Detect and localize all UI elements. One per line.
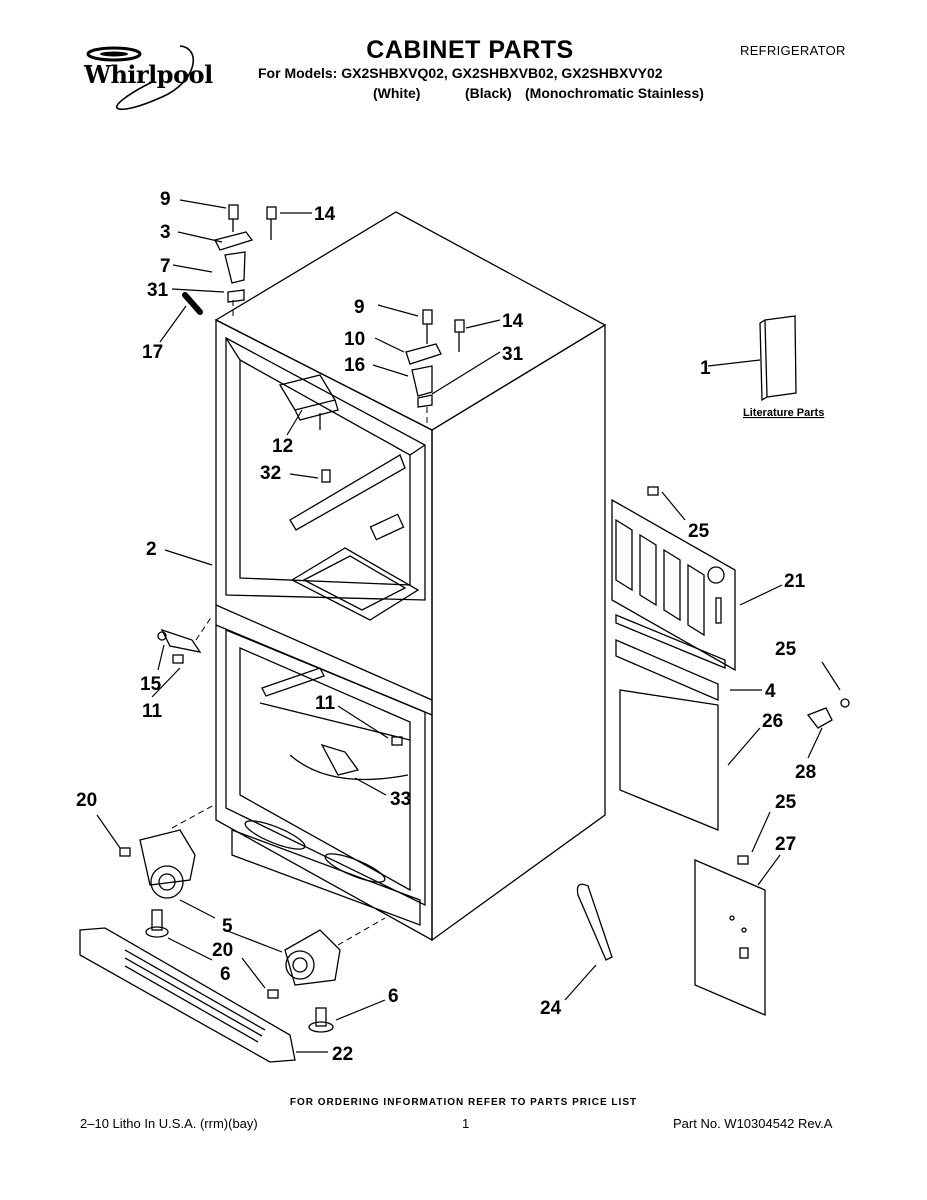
- callout-2: 2: [146, 539, 157, 560]
- callout-11: 11: [142, 701, 163, 722]
- callout-9: 9: [160, 189, 171, 210]
- callout-33: 33: [390, 789, 411, 810]
- cabinet-top: [214, 211, 607, 431]
- model-variants: (White) (Black) (Monochromatic Stainless): [373, 85, 704, 101]
- callout-11: 11: [315, 693, 336, 714]
- callout-14: 14: [314, 204, 336, 225]
- callout-31: 31: [502, 344, 524, 365]
- vent-panel: [611, 498, 736, 672]
- page-number: 1: [462, 1116, 470, 1131]
- callout-9: 9: [354, 297, 365, 318]
- callout-16: 16: [344, 355, 365, 376]
- literature-booklet: [764, 315, 797, 398]
- callout-1: 1: [700, 358, 711, 379]
- callout-21: 21: [784, 571, 806, 592]
- callout-31: 31: [147, 280, 169, 301]
- callout-27: 27: [775, 834, 796, 855]
- litho-info: 2–10 Litho In U.S.A. (rrm)(bay): [80, 1116, 258, 1131]
- callout-3: 3: [160, 222, 171, 243]
- variant-stainless: (Monochromatic Stainless): [525, 85, 704, 101]
- variant-black: (Black): [465, 85, 512, 101]
- callout-15: 15: [140, 674, 162, 695]
- cabinet-side: [431, 323, 606, 942]
- callout-5: 5: [222, 916, 233, 937]
- callout-6: 6: [220, 964, 231, 985]
- callout-20: 20: [76, 790, 97, 811]
- callout-25: 25: [775, 639, 797, 660]
- logo-swirl-icon: [86, 45, 195, 111]
- callout-17: 17: [142, 342, 163, 363]
- variant-white: (White): [373, 85, 421, 101]
- callout-24: 24: [540, 998, 562, 1019]
- callout-26: 26: [762, 711, 783, 732]
- callout-14: 14: [502, 311, 524, 332]
- callout-20: 20: [212, 940, 233, 961]
- callout-10: 10: [344, 329, 365, 350]
- toe-grille: [79, 927, 296, 1063]
- callout-22: 22: [332, 1044, 353, 1065]
- callout-25: 25: [688, 521, 710, 542]
- literature-parts-label: Literature Parts: [743, 407, 824, 419]
- ordering-note: FOR ORDERING INFORMATION REFER TO PARTS …: [289, 1097, 638, 1108]
- brand-name: Whirlpool: [84, 60, 213, 89]
- callout-28: 28: [795, 762, 816, 783]
- callout-12: 12: [272, 436, 293, 457]
- whirlpool-logo: Whirlpool: [62, 42, 232, 116]
- models-line: For Models: GX2SHBXVQ02, GX2SHBXVB02, GX…: [258, 65, 663, 81]
- callout-25: 25: [775, 792, 797, 813]
- page-title: CABINET PARTS: [366, 36, 574, 64]
- callout-7: 7: [160, 256, 171, 277]
- callout-4: 4: [765, 681, 776, 702]
- callout-32: 32: [260, 463, 281, 484]
- part-number: Part No. W10304542 Rev.A: [673, 1116, 833, 1131]
- callout-6: 6: [388, 986, 399, 1007]
- category-label: REFRIGERATOR: [740, 43, 846, 58]
